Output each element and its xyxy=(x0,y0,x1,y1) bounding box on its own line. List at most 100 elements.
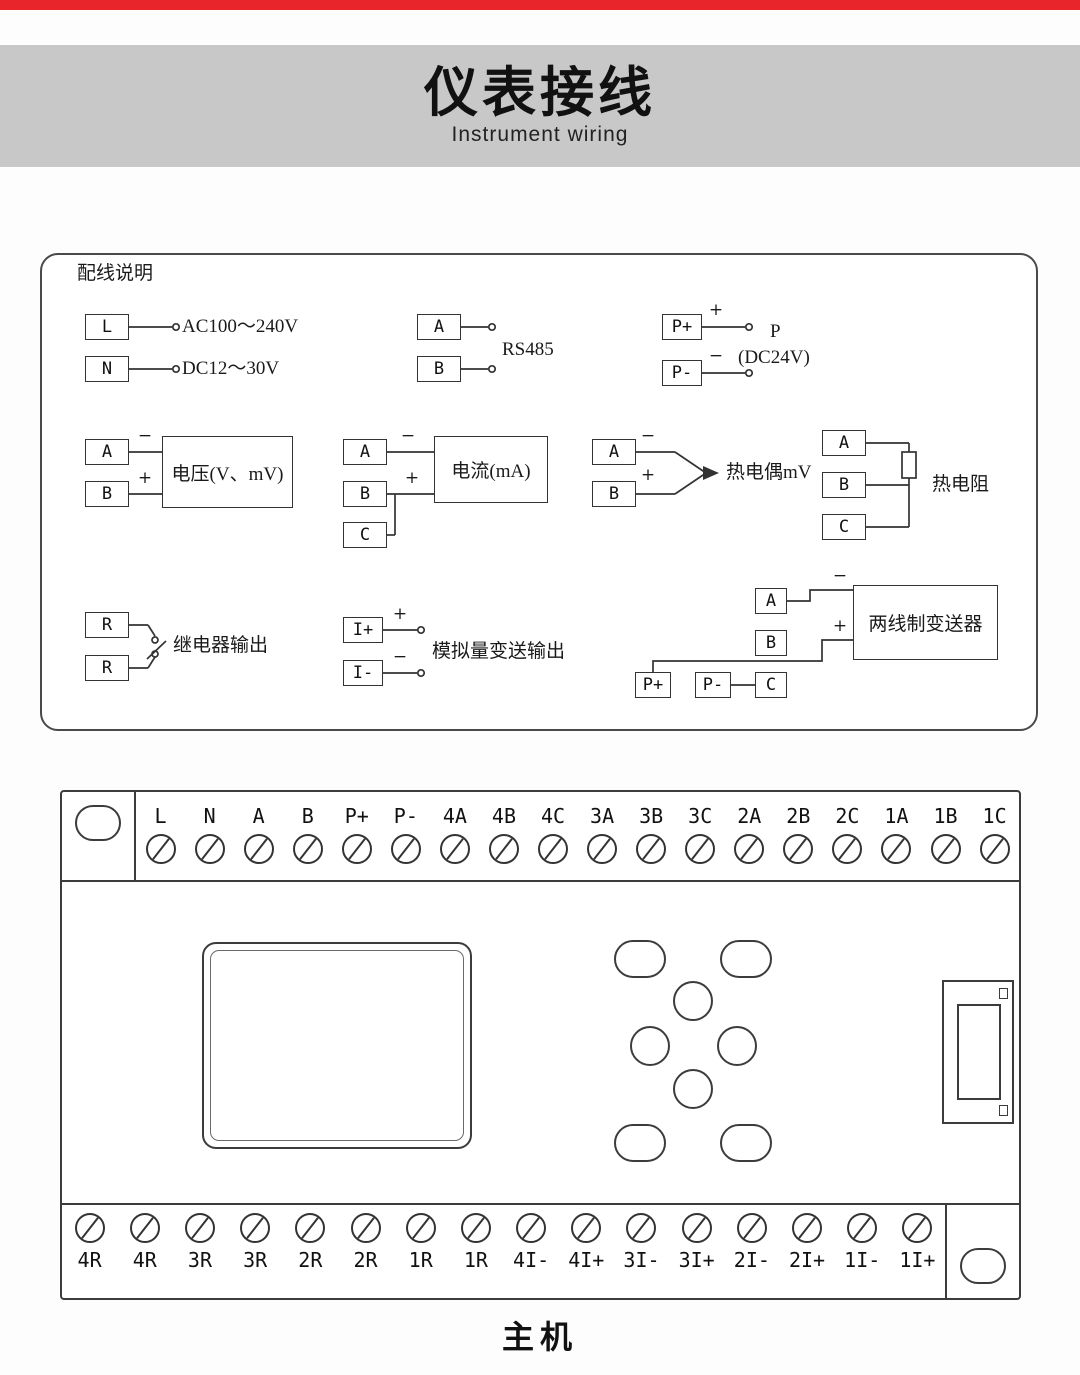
mount-hole xyxy=(75,805,121,841)
screw-terminal-icon xyxy=(538,834,569,864)
minus-sign: − xyxy=(392,647,408,667)
minus-sign: − xyxy=(137,426,153,446)
terminal-3C: 3C xyxy=(676,792,725,880)
resistor-symbol xyxy=(901,451,917,479)
thermocouple-label: 热电偶mV xyxy=(726,462,812,483)
screw-slot xyxy=(741,1215,763,1241)
screw-terminal-icon xyxy=(636,834,667,864)
mount-hole-right xyxy=(960,1248,1006,1284)
terminal-2R: 2R xyxy=(283,1205,338,1298)
terminal-3I+: 3I+ xyxy=(669,1205,724,1298)
terminal-box-B: B xyxy=(592,481,636,507)
terminal-1R: 1R xyxy=(448,1205,503,1298)
screw-terminal-icon xyxy=(405,1213,436,1243)
plus-sign: + xyxy=(404,468,420,488)
display-screen xyxy=(202,942,472,1149)
screw-slot xyxy=(297,836,319,862)
terminal-label: 3I- xyxy=(623,1248,660,1272)
screw-slot xyxy=(796,1215,818,1241)
connector-pin-bottom xyxy=(999,1105,1008,1116)
screw-slot xyxy=(689,836,711,862)
nav-up-key xyxy=(673,981,713,1021)
voltage-source-box: 电压(V、mV) xyxy=(162,436,293,508)
terminal-label: 2C xyxy=(835,804,860,828)
screw-slot xyxy=(885,836,908,862)
screw-slot xyxy=(542,836,564,862)
relay-output-label: 继电器输出 xyxy=(173,635,269,656)
terminal-label: A xyxy=(252,804,265,828)
terminal-label: 3R xyxy=(243,1248,268,1272)
screw-terminal-icon xyxy=(930,834,961,864)
screw-slot xyxy=(686,1215,708,1241)
side-connector-inner xyxy=(957,1004,1001,1100)
aux-power-label: P xyxy=(770,321,781,342)
function-key-bottom-left xyxy=(614,1124,666,1162)
terminal-label: 3I+ xyxy=(678,1248,715,1272)
terminal-label: 1A xyxy=(884,804,909,828)
terminal-4C: 4C xyxy=(529,792,578,880)
terminal-box-B: B xyxy=(417,356,461,382)
terminal-3B: 3B xyxy=(627,792,676,880)
mount-hole-cell xyxy=(62,792,136,880)
screw-terminal-icon xyxy=(516,1213,547,1243)
terminal-label: B xyxy=(301,804,314,828)
terminal-box-A: A xyxy=(755,588,787,614)
screw-terminal-icon xyxy=(243,834,274,864)
terminal-box-L: L xyxy=(85,314,129,340)
screw-slot xyxy=(787,836,809,862)
screw-slot xyxy=(134,1215,156,1241)
screw-terminal-icon xyxy=(145,834,176,864)
terminal-label: 1R xyxy=(463,1248,488,1272)
terminal-1B: 1B xyxy=(921,792,970,880)
screw-terminal-icon xyxy=(129,1213,160,1243)
terminal-box-R: R xyxy=(85,655,129,681)
minus-sign: − xyxy=(640,426,656,446)
screw-terminal-icon xyxy=(292,834,323,864)
top-red-bar xyxy=(0,0,1080,10)
screw-slot xyxy=(189,1215,211,1241)
terminal-2C: 2C xyxy=(823,792,872,880)
two-wire-transmitter-box: 两线制变送器 xyxy=(853,585,998,660)
terminal-box-I-plus: I+ xyxy=(343,617,383,643)
connector-pin-top xyxy=(999,988,1008,999)
minus-sign: − xyxy=(708,346,724,366)
terminal-label: 4I+ xyxy=(568,1248,605,1272)
terminal-label: P+ xyxy=(344,804,369,828)
terminal-label: 4R xyxy=(77,1248,102,1272)
terminal-2A: 2A xyxy=(725,792,774,880)
display-screen-inner xyxy=(210,950,464,1141)
screw-terminal-icon xyxy=(847,1213,878,1243)
screw-terminal-icon xyxy=(439,834,470,864)
terminal-label: 2B xyxy=(786,804,811,828)
screw-slot xyxy=(983,836,1006,862)
terminal-box-B: B xyxy=(343,481,387,507)
plus-sign: + xyxy=(137,468,153,488)
nav-left-key xyxy=(630,1026,670,1066)
terminal-box-P-minus: P- xyxy=(695,672,731,698)
terminal-box-R: R xyxy=(85,612,129,638)
terminal-3I-: 3I- xyxy=(614,1205,669,1298)
screw-terminal-icon xyxy=(74,1213,105,1243)
terminal-3R: 3R xyxy=(228,1205,283,1298)
terminal-2R: 2R xyxy=(338,1205,393,1298)
terminal-box-P-plus: P+ xyxy=(635,672,671,698)
screw-terminal-icon xyxy=(734,834,765,864)
screw-terminal-icon xyxy=(194,834,225,864)
unit-caption: 主机 xyxy=(501,1319,578,1355)
screw-terminal-icon xyxy=(736,1213,767,1243)
screw-slot xyxy=(244,1215,266,1241)
terminal-P+: P+ xyxy=(332,792,381,880)
terminal-label: 1B xyxy=(933,804,958,828)
terminal-4R: 4R xyxy=(117,1205,172,1298)
relay-contact-pole xyxy=(151,636,159,644)
plus-sign: + xyxy=(832,616,848,636)
terminal-A: A xyxy=(234,792,283,880)
screw-terminal-icon xyxy=(184,1213,215,1243)
terminal-box-P-plus: P+ xyxy=(662,314,702,340)
terminal-4R: 4R xyxy=(62,1205,117,1298)
screw-slot xyxy=(493,836,515,862)
